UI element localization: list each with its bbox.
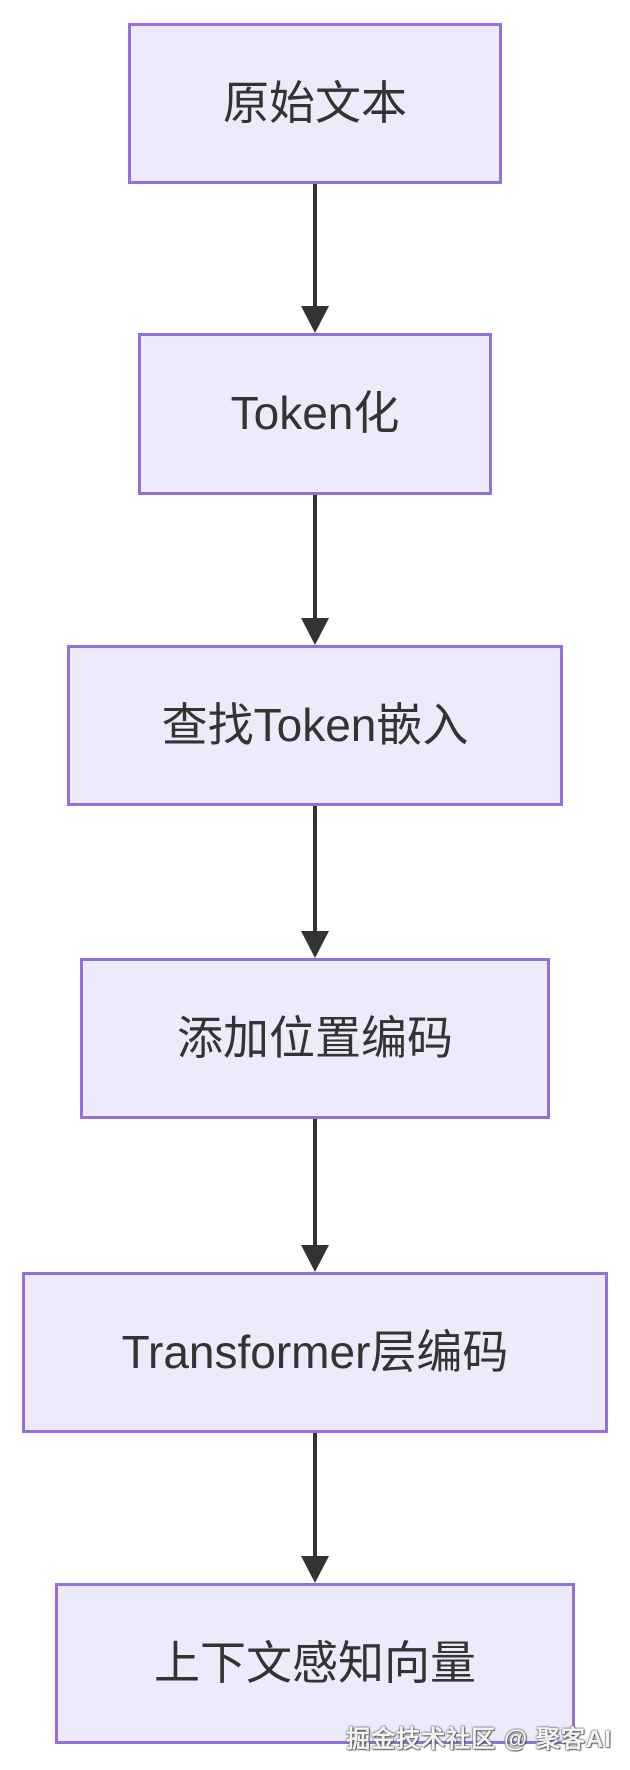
flowchart-node-positional-encoding: 添加位置编码	[80, 958, 550, 1119]
node-label: 查找Token嵌入	[161, 698, 469, 751]
node-label: Token化	[230, 387, 400, 440]
flowchart-node-transformer-encoding: Transformer层编码	[22, 1272, 608, 1433]
arrowhead-down-icon	[301, 1556, 329, 1583]
node-label: 原始文本	[223, 76, 407, 129]
edge-line-4	[313, 1119, 317, 1246]
arrowhead-down-icon	[301, 618, 329, 645]
flowchart-node-embedding: 查找Token嵌入	[67, 645, 563, 806]
arrowhead-down-icon	[301, 306, 329, 333]
flowchart-node-raw-text: 原始文本	[128, 23, 502, 184]
edge-line-3	[313, 806, 317, 932]
flowchart-node-tokenize: Token化	[138, 333, 492, 495]
watermark: 掘金技术社区 @ 聚客AI	[346, 1726, 612, 1753]
node-label: 添加位置编码	[177, 1011, 453, 1064]
flowchart-node-context-vector: 上下文感知向量	[55, 1583, 575, 1744]
arrowhead-down-icon	[301, 931, 329, 958]
edge-line-5	[313, 1433, 317, 1557]
edge-line-2	[313, 495, 317, 619]
arrowhead-down-icon	[301, 1245, 329, 1272]
node-label: 上下文感知向量	[154, 1636, 476, 1689]
node-label: Transformer层编码	[121, 1325, 509, 1378]
edge-line-1	[313, 184, 317, 308]
